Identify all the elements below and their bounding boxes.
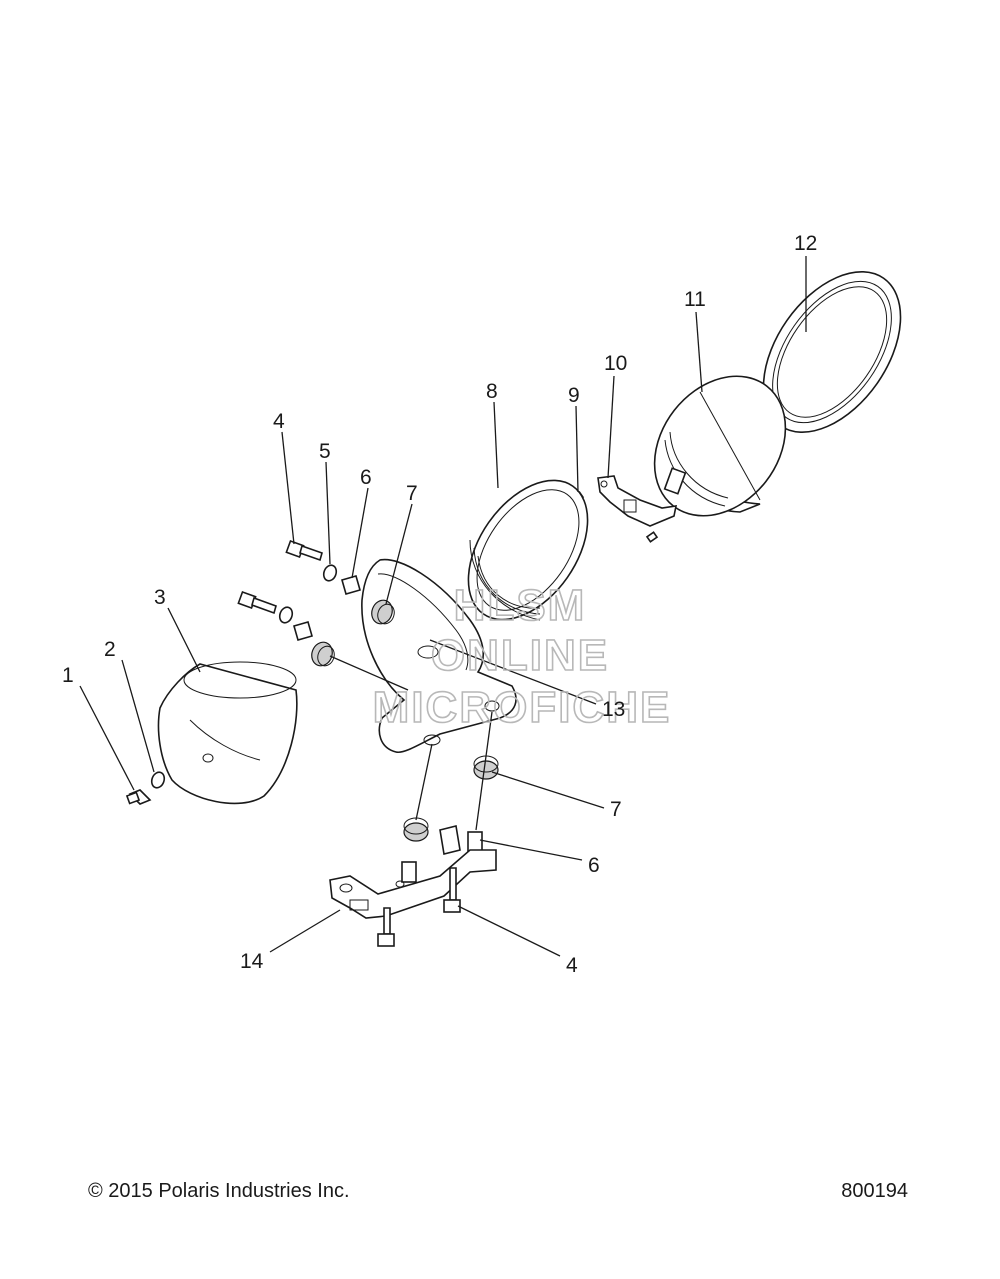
figure-number: 800194	[841, 1180, 908, 1202]
callout-4-lower: 4	[566, 954, 578, 977]
callout-6-lower: 6	[588, 854, 600, 877]
callout-2: 2	[104, 638, 116, 661]
callout-8: 8	[486, 380, 498, 403]
callout-6-upper: 6	[360, 466, 372, 489]
watermark-line-2: ONLINE	[431, 631, 609, 680]
callout-7-lower: 7	[610, 798, 622, 821]
lower-bolts	[377, 867, 461, 947]
watermark: HLSM ONLINE MICROFICHE	[372, 580, 672, 733]
callout-labels: 1 2 3 4 5 6 7 8 9 10 11 12 13 7 6 14 4	[62, 232, 817, 977]
part-11-gauge-body	[653, 375, 787, 517]
callout-5: 5	[319, 440, 331, 463]
part-13-main-bracket	[361, 558, 517, 754]
callout-7-upper: 7	[406, 482, 418, 505]
callout-13: 13	[602, 698, 625, 721]
part-12-bezel-ring	[762, 271, 902, 433]
callout-12: 12	[794, 232, 817, 255]
copyright-notice: © 2015 Polaris Industries Inc.	[88, 1180, 350, 1202]
callout-9: 9	[568, 384, 580, 407]
part-8-seal-ring	[467, 479, 589, 621]
callout-1: 1	[62, 664, 74, 687]
middle-bolt-stack	[237, 590, 335, 667]
watermark-line-3: MICROFICHE	[373, 683, 672, 732]
part-10-gauge-bracket	[597, 475, 678, 527]
part-2-washer	[150, 771, 166, 789]
part-14-lower-bracket	[329, 825, 497, 919]
callout-10: 10	[604, 352, 627, 375]
leader-lines	[79, 256, 807, 957]
lower-spacers	[401, 831, 483, 883]
callout-4-upper: 4	[273, 410, 285, 433]
part-3-gauge-cup	[157, 661, 298, 805]
callout-11: 11	[684, 288, 706, 311]
callout-3: 3	[154, 586, 166, 609]
watermark-line-1: HLSM	[454, 581, 587, 630]
callout-14: 14	[240, 950, 264, 973]
upper-bolt-stack	[285, 539, 395, 625]
part-1-screw	[125, 789, 152, 805]
